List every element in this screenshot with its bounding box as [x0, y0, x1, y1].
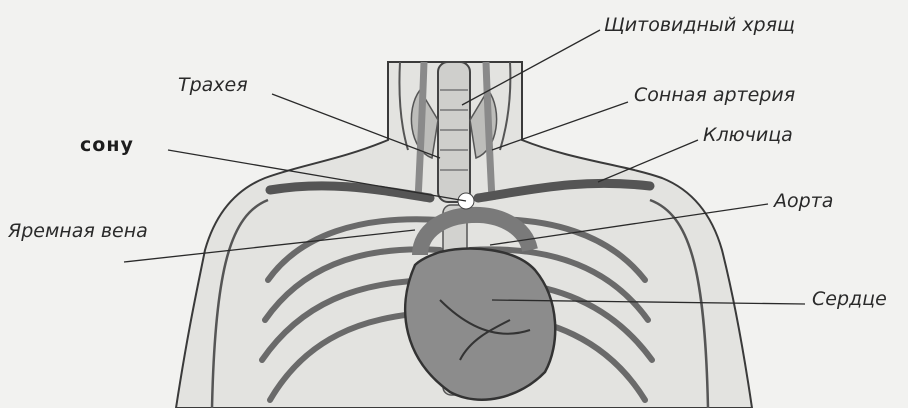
trachea-shape: [438, 62, 470, 202]
label-sonu: сону: [80, 136, 134, 155]
label-trachea: Трахея: [178, 76, 248, 95]
label-heart: Сердце: [812, 290, 887, 309]
label-carotid: Сонная артерия: [634, 86, 795, 105]
label-clavicle: Ключица: [703, 126, 793, 145]
label-aorta: Аорта: [774, 192, 833, 211]
label-thyroid: Щитовидный хрящ: [604, 16, 795, 35]
label-jugular: Яремная вена: [8, 222, 148, 241]
